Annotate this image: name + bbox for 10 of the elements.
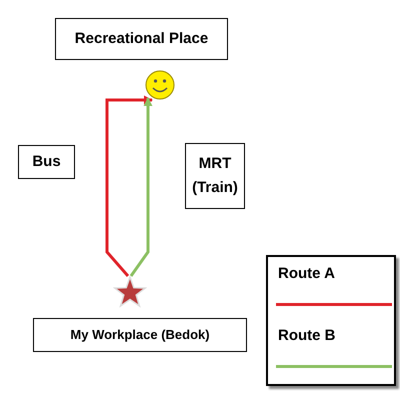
label-box: MRT (Train) <box>185 143 245 209</box>
star-icon <box>113 276 147 308</box>
label-box: Bus <box>18 145 75 179</box>
label-box: Recreational Place <box>55 18 228 60</box>
label-box: My Workplace (Bedok) <box>33 318 247 352</box>
smiley-icon <box>145 70 175 100</box>
legend-label: Route A <box>278 265 335 282</box>
legend-label: Route B <box>278 327 336 344</box>
route-arrow <box>130 97 152 277</box>
route-arrow <box>106 96 153 277</box>
